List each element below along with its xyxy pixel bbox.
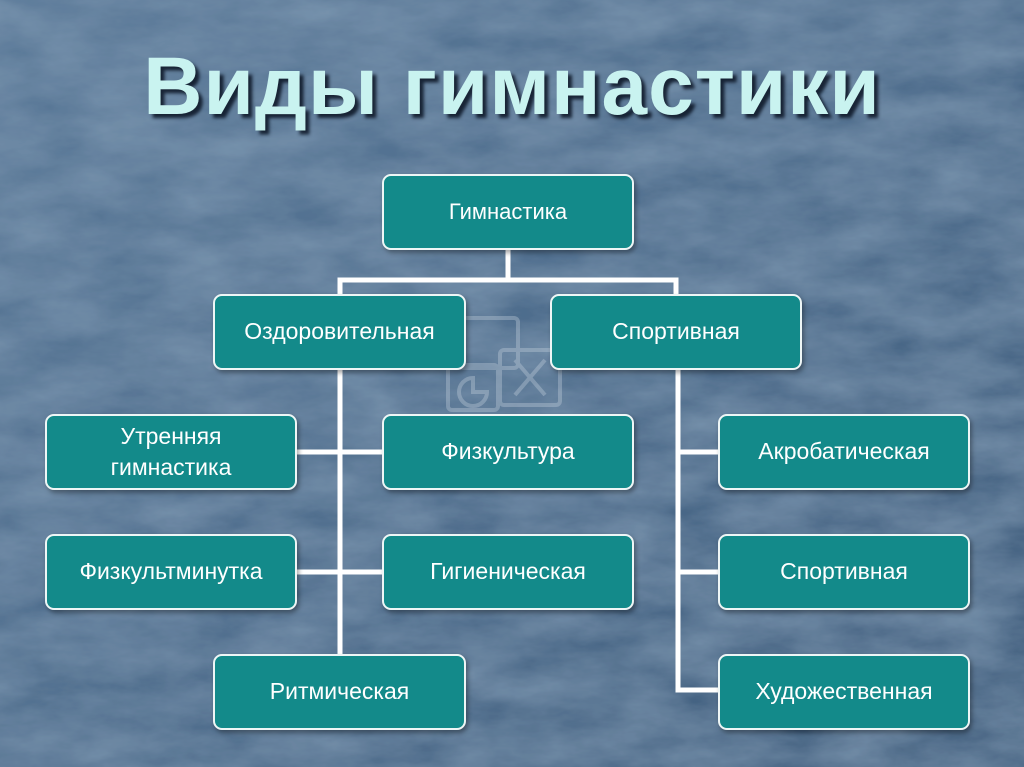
node-gymnastics-root[interactable]: Гимнастика (382, 174, 634, 250)
office-logo-watermark-icon (446, 316, 562, 412)
node-hygienic[interactable]: Гигиеническая (382, 534, 634, 610)
node-physical-education[interactable]: Физкультура (382, 414, 634, 490)
slide-title: Виды гимнастики (143, 41, 881, 132)
node-morning-gymnastics[interactable]: Утренняя гимнастика (45, 414, 297, 490)
node-acrobatic[interactable]: Акробатическая (718, 414, 970, 490)
node-exercise-minute[interactable]: Физкультминутка (45, 534, 297, 610)
node-artistic[interactable]: Художественная (718, 654, 970, 730)
node-health[interactable]: Оздоровительная (213, 294, 466, 370)
node-sport[interactable]: Спортивная (550, 294, 802, 370)
node-sport-gymnastics[interactable]: Спортивная (718, 534, 970, 610)
node-rhythmic[interactable]: Ритмическая (213, 654, 466, 730)
connector-sport-trunk (675, 367, 723, 693)
